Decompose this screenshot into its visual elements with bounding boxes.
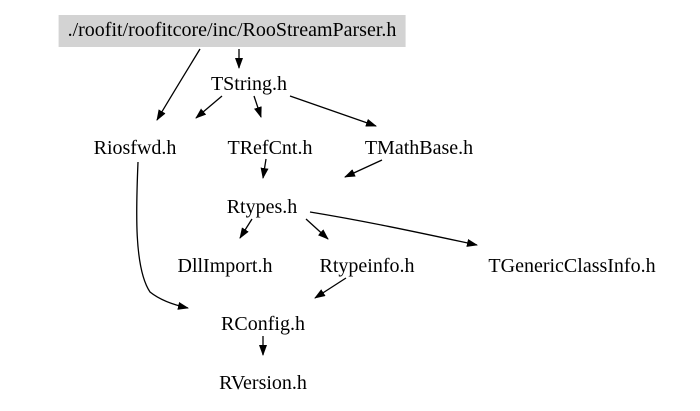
node-rversion[interactable]: RVersion.h [219, 372, 307, 394]
edge-root-to-riosfwd [156, 48, 201, 121]
node-rconfig[interactable]: RConfig.h [221, 313, 305, 335]
edge-trefcnt-to-rtypes [260, 158, 269, 179]
edge-tstring-to-riosfwd [195, 95, 223, 119]
edge-tstring-to-tmathbase [289, 95, 377, 127]
node-tmathbase[interactable]: TMathBase.h [364, 137, 474, 159]
node-rtypeinfo[interactable]: Rtypeinfo.h [319, 255, 415, 277]
node-tstring[interactable]: TString.h [210, 73, 288, 95]
node-riosfwd[interactable]: Riosfwd.h [93, 137, 177, 159]
node-trefcnt[interactable]: TRefCnt.h [227, 137, 313, 159]
node-root[interactable]: ./roofit/roofitcore/inc/RooStreamParser.… [58, 15, 406, 47]
edge-rtypes-to-tgenericclassinfo [309, 211, 478, 247]
edge-tmathbase-to-rtypes [344, 159, 383, 178]
edge-riosfwd-to-rconfig [136, 161, 189, 310]
node-rtypes[interactable]: Rtypes.h [226, 196, 298, 218]
edge-rtypes-to-dllimport [239, 218, 253, 239]
edge-rtypeinfo-to-rconfig [314, 277, 347, 299]
node-tgenericclassinfo[interactable]: TGenericClassInfo.h [488, 255, 656, 277]
edge-rtypes-to-rtypeinfo [305, 218, 329, 240]
node-dllimport[interactable]: DllImport.h [177, 255, 273, 277]
edge-tstring-to-trefcnt [253, 95, 262, 118]
